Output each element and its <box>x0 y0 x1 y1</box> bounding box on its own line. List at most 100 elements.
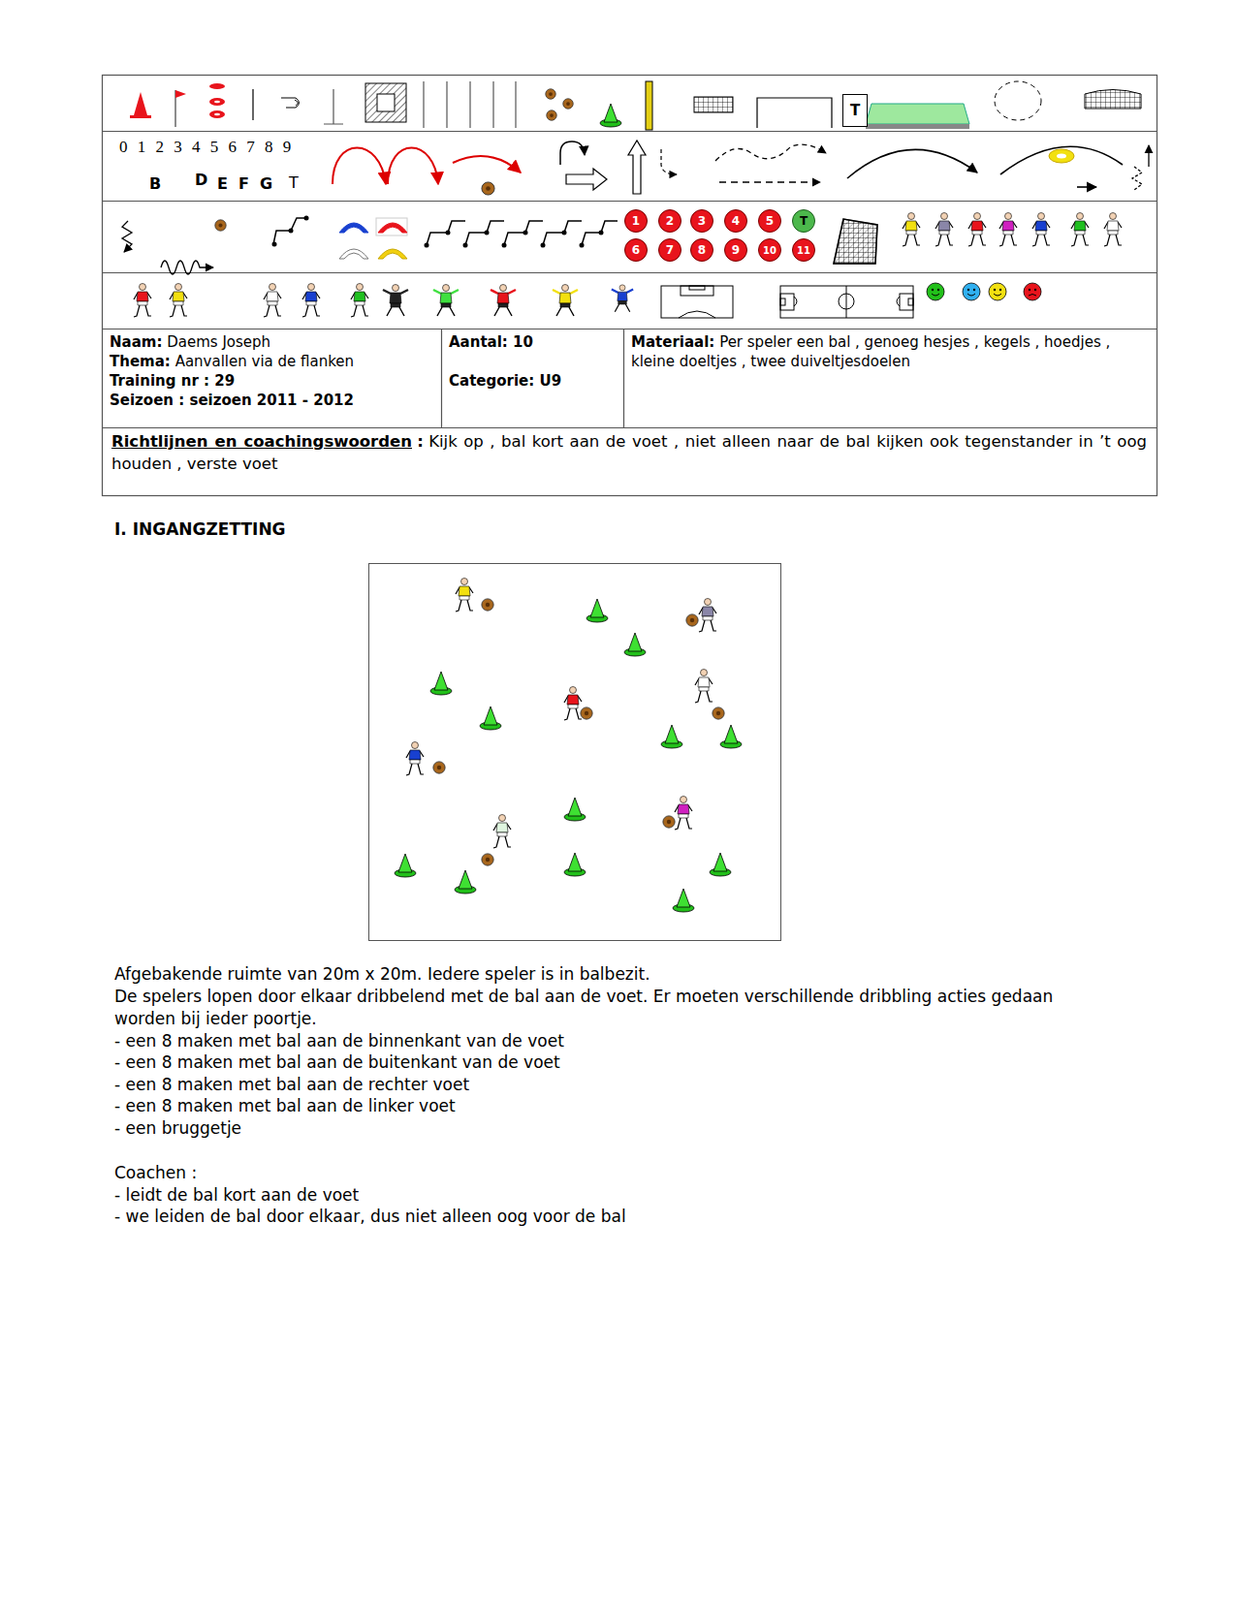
symbol-row-3-part <box>215 220 226 231</box>
text-line: Thema:Aanvallen via de flanken <box>109 351 434 372</box>
symbol-row-4-part-part <box>678 311 716 318</box>
symbol-row-1-part <box>865 124 970 129</box>
symbol-row-2-part <box>1048 149 1075 163</box>
symbol-row-3-part-part <box>540 243 546 249</box>
symbol-row-2-part <box>1077 186 1097 189</box>
text-line: Seizoen : seizoen 2011 - 2012 <box>109 390 434 411</box>
drill-field-part <box>455 578 474 613</box>
symbol-row-3-part-part <box>463 243 469 249</box>
numbered-circle: 6 <box>624 238 648 262</box>
drill-field-part <box>481 854 494 866</box>
symbol-row-4-part-part <box>899 293 914 311</box>
letter-symbol: D <box>194 170 208 190</box>
symbol-row-2-part <box>715 144 826 161</box>
symbol-row-4-part-part <box>780 293 794 311</box>
symbol-row-2-part <box>1147 145 1149 167</box>
text: Daems Joseph <box>166 333 271 351</box>
section-heading: I. INGANGZETTING <box>114 518 286 541</box>
symbol-row-4-part <box>350 284 369 318</box>
text: Materiaal: <box>631 333 715 351</box>
drill-field-part <box>493 815 511 850</box>
text: Richtlijnen en coachingswoorden <box>111 432 412 451</box>
player-row-3 <box>902 213 1122 248</box>
player-row-3-part <box>1104 213 1122 248</box>
symbol-row-2-part <box>847 149 978 179</box>
symbol-row-2-part <box>1132 166 1142 191</box>
symbol-row-1-part <box>252 89 254 121</box>
symbol-row-2-part <box>1000 146 1123 175</box>
symbol-row-4-part-part <box>1034 288 1037 291</box>
symbol-row-4-part <box>931 293 1037 296</box>
symbol-row-3-part-part <box>484 230 490 236</box>
numbered-circle: 8 <box>690 238 714 262</box>
drill-field-part <box>564 687 582 722</box>
symbol-row-3-part <box>122 221 132 253</box>
table-lines-part <box>101 131 1157 429</box>
symbol-row-4-part <box>302 284 320 318</box>
symbol-row-4-part-part <box>988 283 1007 301</box>
drill-field-part <box>479 706 502 730</box>
bullet-item: - leidt de bal kort aan de voet <box>114 1184 359 1207</box>
symbol-row-3-part-part <box>562 230 568 236</box>
text: 7 <box>665 243 674 257</box>
symbol-row-4-part <box>931 288 1037 291</box>
symbol-row-2-part <box>566 168 607 191</box>
player-row-3-part <box>968 213 986 248</box>
drill-field-part <box>580 707 593 720</box>
symbol-row-4-part <box>552 285 578 317</box>
text: 2 <box>665 214 674 228</box>
symbol-row-3-part <box>376 218 408 236</box>
text: Categorie: U9 <box>448 372 562 390</box>
symbol-row-3-part <box>339 222 369 233</box>
symbol-row-1-part <box>281 97 300 108</box>
text-line: Naam:Daems Joseph <box>109 332 434 352</box>
symbol-row-4 <box>133 283 1042 318</box>
symbol-row-1-part <box>994 81 1042 121</box>
drill-field-part <box>698 599 717 634</box>
bullet-item: - een 8 maken met bal aan de binnenkant … <box>114 1030 565 1053</box>
symbol-row-4-part-part <box>999 288 1002 291</box>
symbol-row-4-part <box>490 285 516 317</box>
material-cell: Materiaal:Per speler een bal , genoeg he… <box>623 328 1157 428</box>
table-lines <box>101 75 1158 497</box>
text: Seizoen : seizoen 2011 - 2012 <box>109 391 354 410</box>
symbol-row-1-part <box>865 103 970 125</box>
symbol-row-1 <box>129 81 1141 130</box>
symbol-row-4-part <box>133 284 152 318</box>
symbol-row-1-part <box>129 115 152 119</box>
drill-field-part <box>481 599 494 611</box>
symbol-row-2-part <box>452 156 521 173</box>
guidelines-cell: Richtlijnen en coachingswoorden:Kijk op … <box>101 427 1157 497</box>
symbol-row-4-part-part <box>661 285 733 318</box>
symbol-row-3-part-part <box>523 230 529 236</box>
text-line: Richtlijnen en coachingswoorden:Kijk op … <box>111 430 1147 476</box>
text: 4 <box>731 214 740 228</box>
drill-field-part <box>661 725 683 749</box>
letter-symbol: E <box>217 174 228 193</box>
text: 3 <box>697 214 706 228</box>
symbol-row-4-part-part <box>967 288 970 291</box>
letter-symbol: T <box>288 173 299 192</box>
letter-symbol: F <box>238 174 250 193</box>
numbered-circle: 5 <box>758 209 782 233</box>
symbol-row-3-part <box>304 216 310 222</box>
body-text: De spelers lopen door elkaar dribbelend … <box>114 985 1084 1030</box>
player-row-3-part <box>1071 213 1089 248</box>
text-line: Training nr : 29 <box>109 371 434 391</box>
player-row-3-part <box>935 213 953 248</box>
letter-symbol: B <box>149 174 161 193</box>
symbol-row-4-part-part <box>931 288 934 291</box>
drill-field-part <box>433 761 445 774</box>
symbol-row-1-part <box>214 113 221 117</box>
symbol-row-2-part <box>719 181 821 183</box>
numbered-circle: 3 <box>690 209 714 233</box>
text: 9 <box>731 243 740 257</box>
text-line: Materiaal:Per speler een bal , genoeg he… <box>631 332 1149 372</box>
drill-field-part <box>720 725 742 749</box>
symbol-row-1-part <box>600 103 622 127</box>
bullet-item: - we leiden de bal door elkaar, dus niet… <box>114 1205 627 1229</box>
symbol-row-4-part-part <box>793 296 900 307</box>
drill-field-part <box>564 853 586 877</box>
symbol-row-1-part <box>1084 90 1141 110</box>
symbol-row-4-part-part <box>1028 288 1031 291</box>
